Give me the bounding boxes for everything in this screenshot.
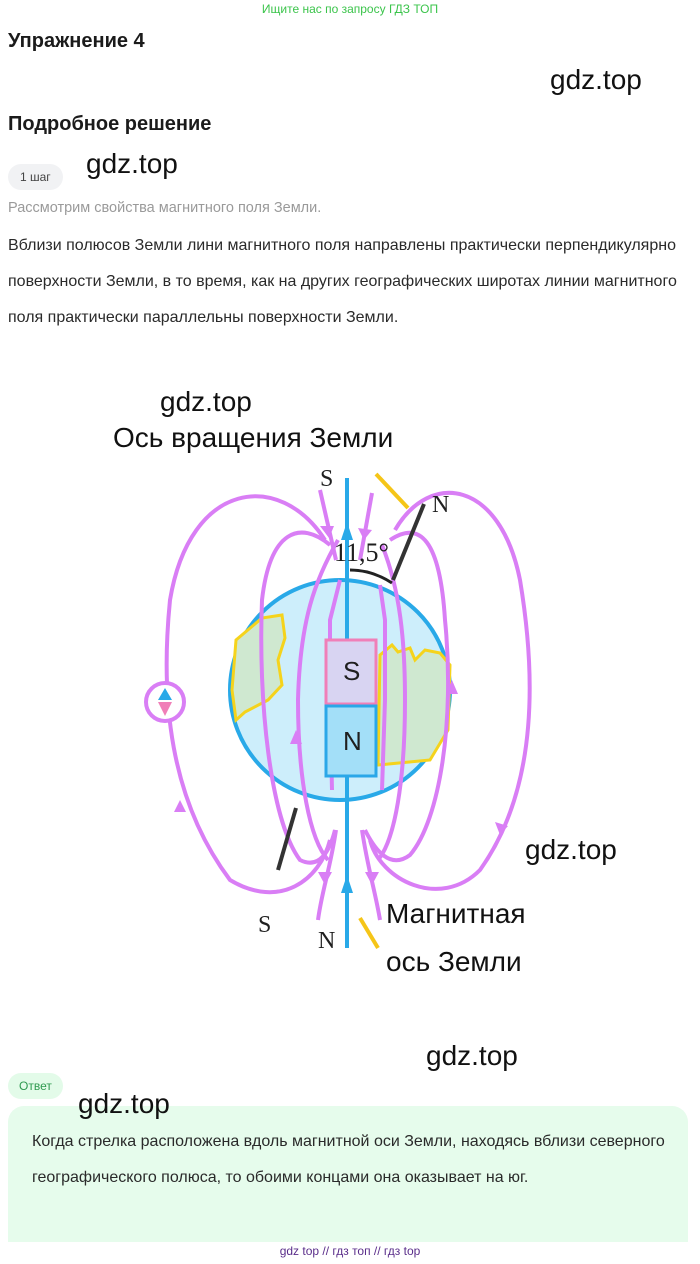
magnetic-axis-label-2: ось Земли <box>386 946 522 977</box>
step-body-text: Вблизи полюсов Земли лини магнитного пол… <box>8 237 677 326</box>
rotation-axis-label: Ось вращения Земли <box>113 422 394 453</box>
answer-box: Когда стрелка расположена вдоль магнитно… <box>8 1106 688 1242</box>
top-geographic-pole-label: N <box>432 492 450 518</box>
watermark: gdz.top <box>525 834 617 865</box>
rotation-axis-top <box>391 503 426 581</box>
answer-badge: Ответ <box>8 1073 63 1099</box>
section-title: Подробное решение <box>8 113 212 135</box>
bottom-magnetic-pole-label: N <box>318 928 336 954</box>
watermark: gdz.top <box>550 64 642 95</box>
bottom-geographic-pole-label: S <box>258 912 272 938</box>
angle-label: 11,5° <box>334 538 389 567</box>
magnetic-axis-label-1: Магнитная <box>386 898 526 929</box>
top-banner: Ищите нас по запросу ГДЗ ТОП <box>261 2 439 16</box>
footer-links: gdz top // гдз топ // гдз top <box>279 1244 421 1258</box>
step-badge: 1 шаг <box>8 164 63 190</box>
rotation-axis-bottom <box>276 807 298 871</box>
step-caption: Рассмотрим свойства магнитного поля Земл… <box>8 200 322 216</box>
magnet-n-label: N <box>343 726 362 756</box>
watermark: gdz.top <box>78 1088 170 1119</box>
earth-magnetic-field-diagram: gdz.top Ось вращения Земли S N 11,5° S N… <box>0 380 700 1000</box>
watermark: gdz.top <box>86 148 178 179</box>
watermark: gdz.top <box>426 1040 518 1071</box>
watermark: gdz.top <box>160 386 252 417</box>
answer-text: Когда стрелка расположена вдоль магнитно… <box>32 1133 665 1186</box>
top-magnetic-pole-label: S <box>320 466 334 492</box>
page-title: Упражнение 4 <box>8 30 145 52</box>
magnet-s-label: S <box>343 656 361 686</box>
